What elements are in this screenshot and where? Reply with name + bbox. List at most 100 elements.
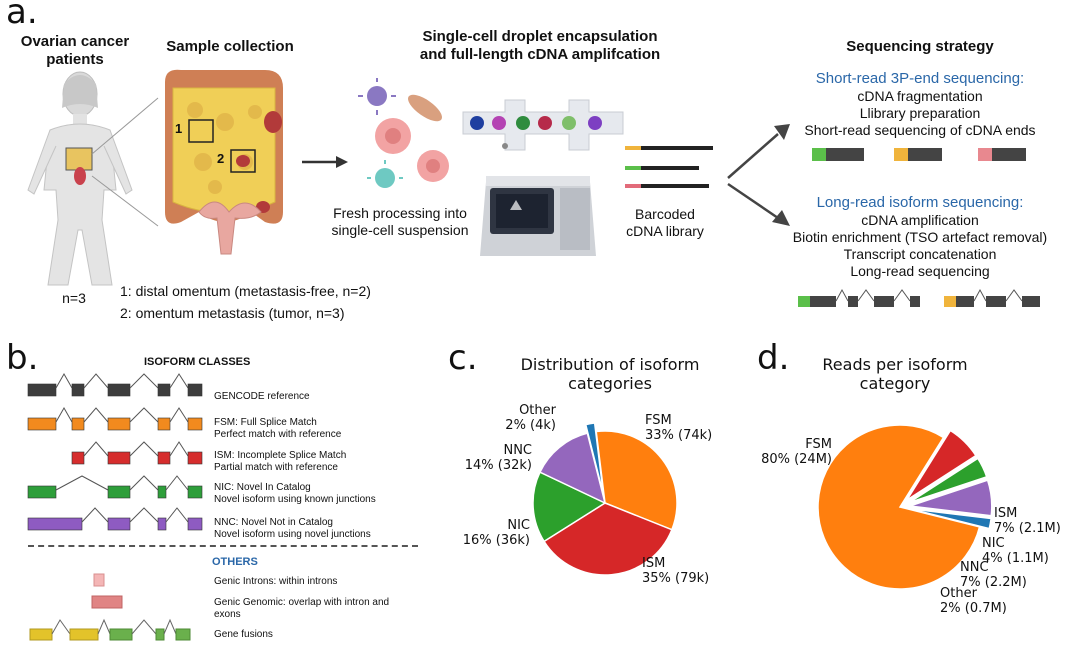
panel-c-letter: c. bbox=[448, 338, 478, 378]
barcoded-line2: cDNA library bbox=[626, 223, 704, 239]
barcoded-label: Barcoded cDNA library bbox=[610, 206, 720, 240]
site-2-label: 2 bbox=[217, 151, 225, 166]
pie-c-nnc-value: 14% (32k) bbox=[464, 458, 532, 473]
others-label-genomic: Genic Genomic: overlap with intron and e… bbox=[214, 597, 389, 621]
fresh-processing-label: Fresh processing into single-cell suspen… bbox=[320, 205, 480, 239]
long-step-4: Long-read sequencing bbox=[850, 263, 990, 279]
gencode-line1: GENCODE reference bbox=[214, 391, 310, 402]
pie-d-nnc-value: 7% (2.2M) bbox=[960, 575, 1027, 590]
chart-c-title-line1: Distribution of isoform bbox=[520, 355, 700, 374]
patients-title: Ovarian cancer patients bbox=[10, 33, 140, 69]
pie-d-label-nic: NIC 4% (1.1M) bbox=[982, 536, 1049, 566]
pie-d-slice-nic bbox=[908, 457, 988, 504]
introns-line1: Genic Introns: within introns bbox=[214, 576, 338, 587]
pie-c-fsm-name: FSM bbox=[645, 413, 672, 428]
isoform-fsm bbox=[27, 406, 203, 431]
chart-d-title: Reads per isoform category bbox=[800, 355, 990, 393]
pie-d-label-ism: ISM 7% (2.1M) bbox=[994, 506, 1061, 536]
pie-c-nnc-name: NNC bbox=[503, 443, 532, 458]
others-label-fusions: Gene fusions bbox=[214, 629, 273, 641]
nnc-line1: NNC: Novel Not in Catalog bbox=[214, 517, 333, 528]
chart-c-title: Distribution of isoform categories bbox=[490, 355, 730, 393]
nic-line1: NIC: Novel In Catalog bbox=[214, 482, 311, 493]
arrow-to-cells-icon bbox=[302, 156, 348, 168]
pie-d-fsm-value: 80% (24M) bbox=[761, 452, 832, 467]
class-label-gencode: GENCODE reference bbox=[214, 391, 310, 403]
pie-c-label-other: Other 2% (4k) bbox=[496, 403, 556, 433]
class-label-nnc: NNC: Novel Not in Catalog Novel isoform … bbox=[214, 517, 371, 541]
pie-c-slice-fsm bbox=[595, 430, 678, 531]
isoform-nic bbox=[27, 475, 203, 499]
pie-chart-c bbox=[532, 422, 678, 576]
short-read-title: Short-read 3P-end sequencing: bbox=[815, 70, 1025, 87]
sequencer-instrument bbox=[480, 176, 596, 256]
ism-line2: Partial match with reference bbox=[214, 462, 338, 473]
pie-chart-d bbox=[817, 424, 993, 590]
omentum-illustration bbox=[165, 69, 283, 255]
genomic-line1: Genic Genomic: overlap with intron and bbox=[214, 597, 390, 608]
pie-d-nic-value: 4% (1.1M) bbox=[982, 551, 1049, 566]
pie-d-slice-fsm bbox=[817, 424, 981, 590]
barcoded-line1: Barcoded bbox=[635, 206, 695, 222]
pie-d-label-fsm: FSM 80% (24M) bbox=[760, 437, 832, 467]
fsm-line1: FSM: Full Splice Match bbox=[214, 417, 317, 428]
pie-c-slice-nic bbox=[532, 471, 607, 543]
pie-c-slice-nnc bbox=[538, 432, 607, 505]
pie-c-ism-name: ISM bbox=[642, 556, 666, 571]
site-1-label: 1 bbox=[175, 121, 183, 136]
microfluidic-chip bbox=[462, 99, 624, 151]
chart-d-title-line2: category bbox=[859, 374, 931, 393]
panel-d-letter: d. bbox=[757, 338, 790, 378]
pie-c-nic-name: NIC bbox=[507, 518, 530, 533]
pie-d-fsm-name: FSM bbox=[805, 437, 832, 452]
droplet-title-line1: Single-cell droplet encapsulation bbox=[422, 28, 658, 45]
barcoded-library bbox=[625, 146, 713, 188]
short-read-fragments bbox=[812, 148, 1026, 161]
class-label-ism: ISM: Incomplete Splice Match Partial mat… bbox=[214, 450, 346, 474]
genomic-line2: exons bbox=[214, 609, 241, 620]
zoom-lines bbox=[91, 97, 159, 227]
patient-figure bbox=[27, 71, 133, 286]
pie-d-label-nnc: NNC 7% (2.2M) bbox=[960, 560, 1027, 590]
pie-d-other-name: Other bbox=[940, 586, 977, 601]
panel-b-letter: b. bbox=[6, 338, 39, 378]
isoform-nnc bbox=[27, 507, 203, 531]
pie-d-nnc-name: NNC bbox=[960, 560, 989, 575]
pie-d-slice-nnc bbox=[909, 479, 993, 517]
isoform-ism bbox=[71, 441, 203, 465]
chart-d-title-line1: Reads per isoform bbox=[822, 355, 968, 374]
sample-title: Sample collection bbox=[166, 38, 294, 55]
pie-d-other-value: 2% (0.7M) bbox=[940, 601, 1007, 616]
legend-site-2: 2: omentum metastasis (tumor, n=3) bbox=[120, 305, 345, 321]
panel-a-letter: a. bbox=[6, 0, 38, 32]
pie-c-label-fsm: FSM 33% (74k) bbox=[645, 413, 712, 443]
long-read-transcripts bbox=[798, 288, 1040, 307]
short-read-steps: cDNA fragmentation Llibrary preparation … bbox=[770, 88, 1070, 139]
sequencing-title: Sequencing strategy bbox=[846, 38, 994, 55]
class-label-fsm: FSM: Full Splice Match Perfect match wit… bbox=[214, 417, 341, 441]
pie-d-ism-name: ISM bbox=[994, 506, 1018, 521]
long-read-steps: cDNA amplification Biotin enrichment (TS… bbox=[770, 212, 1070, 280]
isoform-gencode bbox=[27, 372, 203, 397]
pie-c-slice-ism bbox=[543, 502, 673, 576]
cells-illustration bbox=[358, 78, 449, 188]
class-label-nic: NIC: Novel In Catalog Novel isoform usin… bbox=[214, 482, 376, 506]
others-label-introns: Genic Introns: within introns bbox=[214, 576, 337, 588]
patients-title-line2: patients bbox=[46, 51, 104, 68]
pie-c-fsm-value: 33% (74k) bbox=[645, 428, 713, 443]
pie-d-label-other: Other 2% (0.7M) bbox=[940, 586, 1007, 616]
ism-line1: ISM: Incomplete Splice Match bbox=[214, 450, 347, 461]
fsm-line2: Perfect match with reference bbox=[214, 429, 342, 440]
nnc-line2: Novel isoform using novel junctions bbox=[214, 529, 371, 540]
patients-title-line1: Ovarian cancer bbox=[20, 33, 130, 50]
long-step-3: Transcript concatenation bbox=[843, 246, 997, 262]
pie-c-ism-value: 35% (79k) bbox=[642, 571, 710, 586]
pie-c-label-nnc: NNC 14% (32k) bbox=[458, 443, 532, 473]
fresh-line2: single-cell suspension bbox=[331, 222, 469, 238]
patients-n: n=3 bbox=[62, 290, 86, 306]
pie-c-slice-other bbox=[584, 422, 605, 495]
fusions-line1: Gene fusions bbox=[214, 629, 273, 640]
isoform-structures bbox=[27, 372, 203, 531]
pie-c-nic-value: 16% (36k) bbox=[462, 533, 530, 548]
short-step-1: cDNA fragmentation bbox=[857, 88, 983, 104]
